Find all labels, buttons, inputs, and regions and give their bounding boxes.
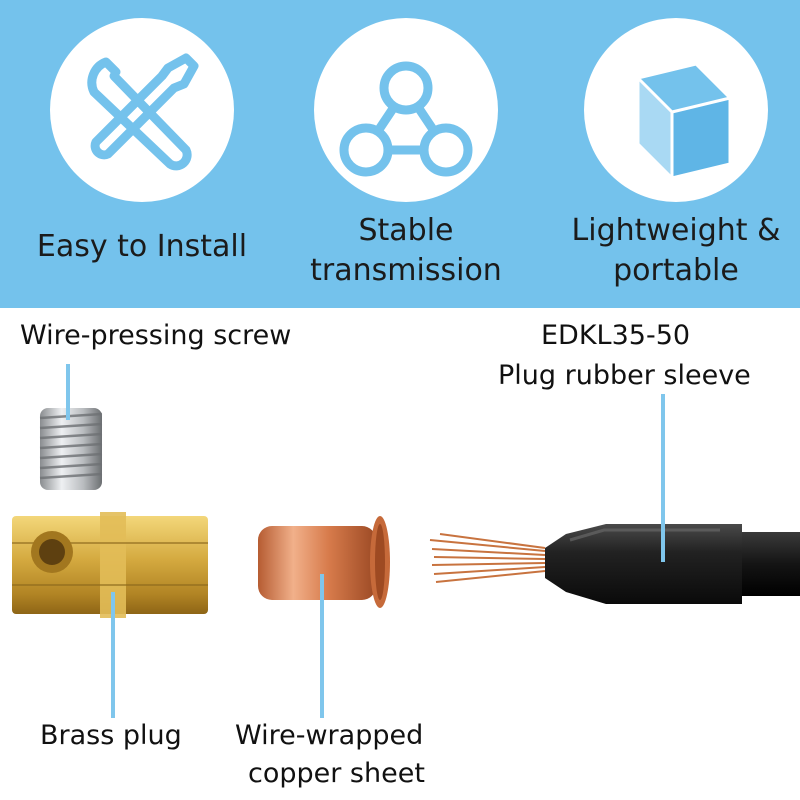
screw-label: Wire-pressing screw (20, 320, 292, 351)
feature-label-easy-install: Easy to Install (36, 229, 248, 264)
rubber-sleeve-with-cable (545, 524, 800, 604)
copper-label-line1: Wire-wrapped (235, 720, 424, 751)
feature-icon-circle (50, 18, 234, 202)
feature-lightweight: Lightweight & portable (543, 0, 800, 308)
tools-icon (87, 53, 199, 171)
stripped-copper-wire (429, 533, 546, 583)
feature-label-lightweight-line1: Lightweight & (571, 213, 781, 248)
sleeve-model-label: EDKL35-50 (541, 320, 691, 351)
sleeve-label: Plug rubber sleeve (498, 360, 751, 391)
feature-label-lightweight-line2: portable (613, 253, 739, 288)
feature-banner: Easy to Install Stable transmission (0, 0, 800, 308)
feature-label-stable-line2: transmission (310, 253, 502, 288)
brass-plug-label: Brass plug (40, 720, 182, 751)
feature-easy-install: Easy to Install (9, 0, 275, 308)
feature-icon-circle (584, 18, 768, 202)
wire-pressing-screw (39, 408, 103, 490)
brass-plug (12, 512, 208, 618)
leader-lines (66, 364, 665, 718)
network-icon (339, 61, 473, 177)
cube-icon (636, 62, 732, 180)
copper-label-line2: copper sheet (248, 758, 425, 789)
copper-sheet (258, 516, 390, 608)
feature-stable-transmission: Stable transmission (273, 0, 539, 308)
feature-label-stable-line1: Stable (358, 213, 454, 248)
feature-icon-circle (314, 18, 498, 202)
